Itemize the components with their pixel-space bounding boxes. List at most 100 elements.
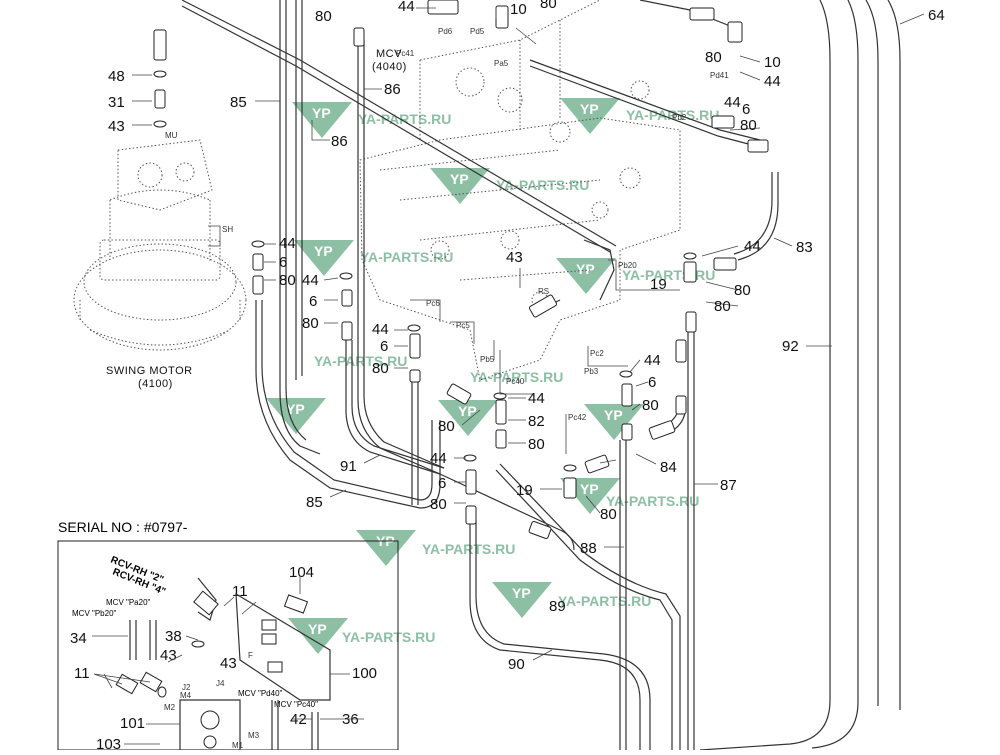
fitting-icon [689, 7, 715, 21]
callout-number: 80 [642, 397, 659, 414]
port-label: Pd41 [710, 71, 729, 80]
watermark: YA-PARTS.RU [422, 541, 515, 557]
fitting-icon [341, 321, 353, 341]
port-label: Pc5 [456, 321, 470, 330]
port-label: M3 [248, 731, 260, 740]
callout-number: 80 [315, 8, 332, 25]
fitting-icon [711, 115, 735, 129]
fitting-icon [261, 633, 277, 645]
leader-lines [132, 7, 925, 661]
fitting-icon [409, 369, 421, 383]
fitting-icon [675, 339, 687, 363]
fitting-icon [528, 521, 552, 539]
callout-number: 90 [508, 656, 525, 673]
fittings [153, 0, 769, 539]
fitting-icon [528, 294, 558, 318]
fitting-icon [563, 477, 577, 499]
inset-label: MCV "Pc40" [274, 700, 318, 709]
callout-number: 101 [120, 715, 145, 732]
callout-number: 80 [372, 360, 389, 377]
port-hole [203, 735, 217, 749]
serial-number-caption: SERIAL NO : #0797- [58, 519, 188, 535]
callout-number: 80 [279, 272, 296, 289]
serial-inset: RCV-RH "2" RCV-RH "4" MCV "Pa20" MCV "Pb… [57, 540, 399, 751]
watermark-logo: YP [580, 101, 599, 117]
watermark-logo-icon [430, 168, 490, 204]
fitting-icon [193, 590, 219, 616]
watermark-logo: YP [450, 171, 469, 187]
fitting-icon [154, 89, 166, 109]
callout-number: 82 [528, 413, 545, 430]
port-label: M4 [180, 691, 192, 700]
callout-number: 43 [506, 249, 523, 266]
inset-label: MCV "Pb20" [72, 609, 117, 618]
callouts: 80 44 10 80 48 31 43 85 86 86 44 6 44 80… [70, 0, 945, 753]
fitting-icon [446, 383, 472, 405]
fitting-icon [465, 469, 477, 495]
callout-number: 44 [430, 450, 447, 467]
callout-number: 80 [734, 282, 751, 299]
callout-number: 80 [302, 315, 319, 332]
port-label: J2 [182, 683, 191, 692]
port-label: Pb2 [672, 113, 687, 122]
o-ring-icon [563, 464, 577, 472]
fitting-icon [495, 5, 509, 29]
watermark-logo: YP [604, 407, 623, 423]
port-label: Pd6 [438, 27, 453, 36]
callout-number: 91 [340, 458, 357, 475]
callout-number: 88 [580, 540, 597, 557]
callout-number: 44 [528, 390, 545, 407]
fitting-icon [648, 420, 676, 440]
inset-label: MCV "Pd40" [238, 689, 283, 698]
port-label: M2 [164, 703, 176, 712]
fitting-icon [115, 673, 139, 695]
fitting-icon [267, 661, 283, 673]
port-label: SH [222, 225, 233, 234]
callout-number: 44 [744, 238, 761, 255]
callout-number: 64 [928, 7, 945, 24]
mcv-code: (4040) [372, 61, 407, 73]
watermark: YA-PARTS.RU [342, 629, 435, 645]
fitting-icon [153, 29, 167, 61]
captions: MCV (4040) SWING MOTOR (4100) SERIAL NO … [58, 48, 407, 535]
port-label: J4 [216, 679, 225, 688]
callout-number: 103 [96, 736, 121, 750]
o-ring-icon [191, 640, 205, 648]
watermark-logo-icon [492, 582, 552, 618]
callout-number: 6 [309, 293, 317, 310]
watermark-logo-icon [584, 404, 644, 440]
watermark-logo: YP [312, 105, 331, 121]
fitting-icon [621, 423, 633, 441]
fitting-icon [261, 619, 277, 631]
fitting-icon [727, 21, 743, 43]
callout-number: 19 [650, 276, 667, 293]
o-ring-icon [157, 686, 167, 698]
callout-number: 80 [600, 506, 617, 523]
fitting-icon [252, 253, 264, 271]
bracket-plate [235, 592, 331, 701]
callout-number: 44 [644, 352, 661, 369]
watermark: YA-PARTS.RU [358, 111, 451, 127]
hoses [181, 0, 901, 751]
watermark: YA-PARTS.RU [496, 177, 589, 193]
o-ring-icon [407, 324, 421, 332]
callout-number: 34 [70, 630, 87, 647]
port-label: Pc6 [426, 299, 440, 308]
watermark-logo: YP [458, 403, 477, 419]
o-ring-icon [339, 272, 353, 280]
callout-number: 31 [108, 94, 125, 111]
callout-number: 80 [438, 418, 455, 435]
watermark-logo-icon [556, 258, 616, 294]
callout-number: 80 [540, 0, 557, 12]
main-control-valve [359, 0, 681, 381]
callout-number: 92 [782, 338, 799, 355]
callout-number: 38 [165, 628, 182, 645]
fitting-icon [427, 0, 459, 15]
watermark-logo: YP [308, 621, 327, 637]
port-label: F [248, 651, 253, 660]
mcv-caption: MCV [376, 48, 402, 60]
fitting-icon [252, 275, 264, 295]
watermark: YA-PARTS.RU [606, 493, 699, 509]
swing-motor-code: (4100) [138, 378, 173, 390]
